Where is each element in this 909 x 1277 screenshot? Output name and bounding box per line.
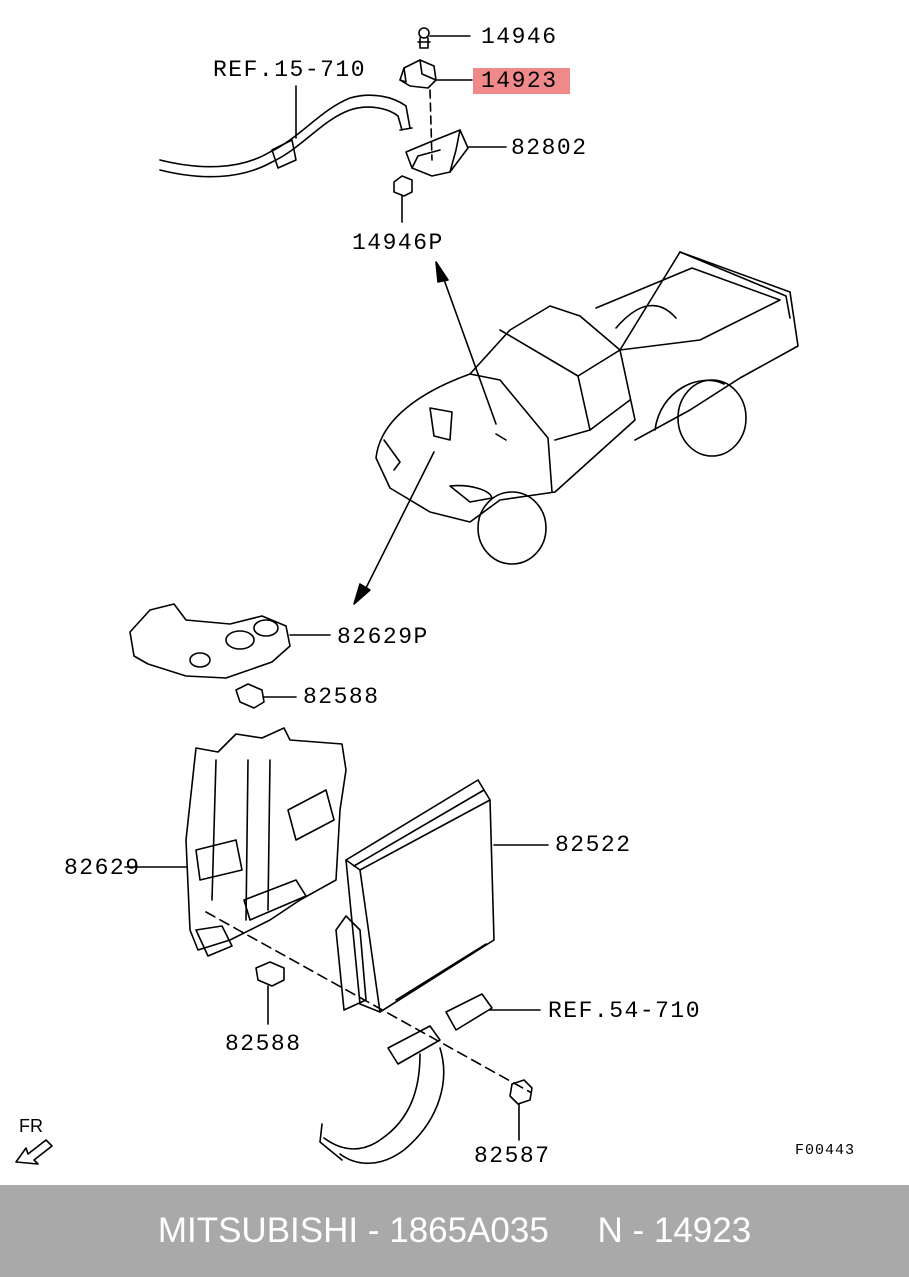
dash-install-line bbox=[205, 911, 531, 1093]
callout-ref-15-710: REF.15-710 bbox=[213, 57, 367, 83]
bracket-82802 bbox=[405, 129, 507, 177]
bracket-82629P bbox=[129, 603, 331, 679]
callout-82629P: 82629P bbox=[337, 624, 429, 650]
bolt-82588-top bbox=[235, 683, 297, 709]
callout-82522: 82522 bbox=[555, 832, 632, 858]
bolt-14946P bbox=[393, 175, 413, 223]
pickup-truck-illustration bbox=[375, 251, 799, 565]
callout-82588-bottom: 82588 bbox=[225, 1031, 302, 1057]
callout-82588-top: 82588 bbox=[303, 684, 380, 710]
callout-82802: 82802 bbox=[511, 135, 588, 161]
footer-text: MITSUBISHI - 1865A035 N - 14923 bbox=[157, 1211, 752, 1250]
callout-ref-54-710: REF.54-710 bbox=[548, 998, 702, 1024]
harness-ref-54-710 bbox=[319, 993, 541, 1164]
callout-82629: 82629 bbox=[64, 855, 141, 881]
dash-sensor-bracket bbox=[429, 89, 433, 161]
sensor-14923 bbox=[399, 59, 473, 89]
fr-direction-arrow bbox=[15, 1139, 53, 1165]
hose-ref-15-710 bbox=[159, 85, 413, 178]
callout-14923: 14923 bbox=[473, 68, 570, 94]
bolt-14946-top bbox=[417, 27, 471, 49]
ecu-82522 bbox=[335, 779, 549, 1013]
callout-14946P: 14946P bbox=[352, 230, 444, 256]
nut-82587 bbox=[509, 1079, 533, 1141]
fr-label: FR bbox=[19, 1116, 43, 1136]
parts-diagram bbox=[15, 27, 799, 1165]
callout-82587: 82587 bbox=[474, 1143, 551, 1169]
arrow-to-82629P bbox=[353, 451, 435, 605]
diagram-code: F00443 bbox=[795, 1142, 856, 1159]
callout-14946-top: 14946 bbox=[481, 24, 558, 50]
plate-82629 bbox=[124, 727, 347, 957]
bolt-82588-bottom bbox=[255, 961, 285, 1025]
footer-bar: MITSUBISHI - 1865A035 N - 14923 bbox=[0, 1185, 909, 1277]
arrow-to-14946P bbox=[435, 261, 497, 425]
